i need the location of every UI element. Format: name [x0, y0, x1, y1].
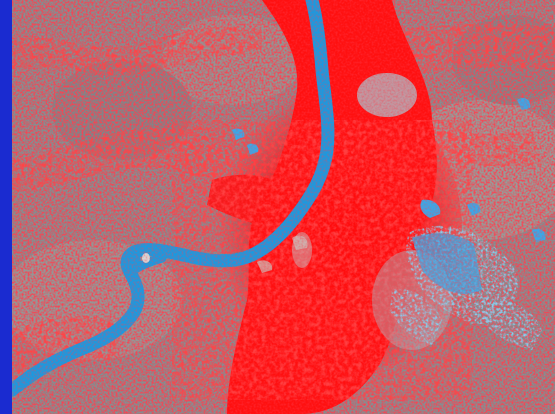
dark-vegetation-tone — [12, 0, 555, 414]
map-canvas — [12, 0, 555, 414]
satellite-map — [12, 0, 555, 414]
